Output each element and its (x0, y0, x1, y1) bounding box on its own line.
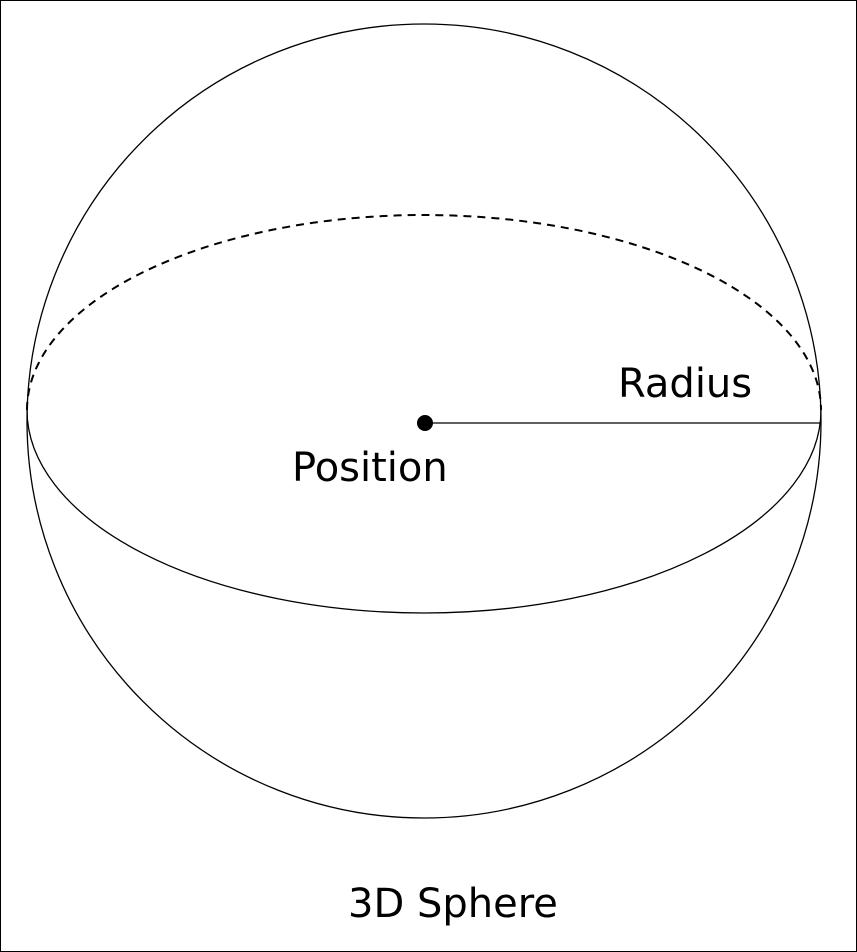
diagram-caption: 3D Sphere (348, 881, 558, 927)
radius-label: Radius (618, 361, 752, 407)
position-label: Position (292, 445, 448, 491)
equator-back-dashed (26, 214, 822, 411)
equator-front (26, 409, 822, 614)
center-point (417, 415, 433, 431)
